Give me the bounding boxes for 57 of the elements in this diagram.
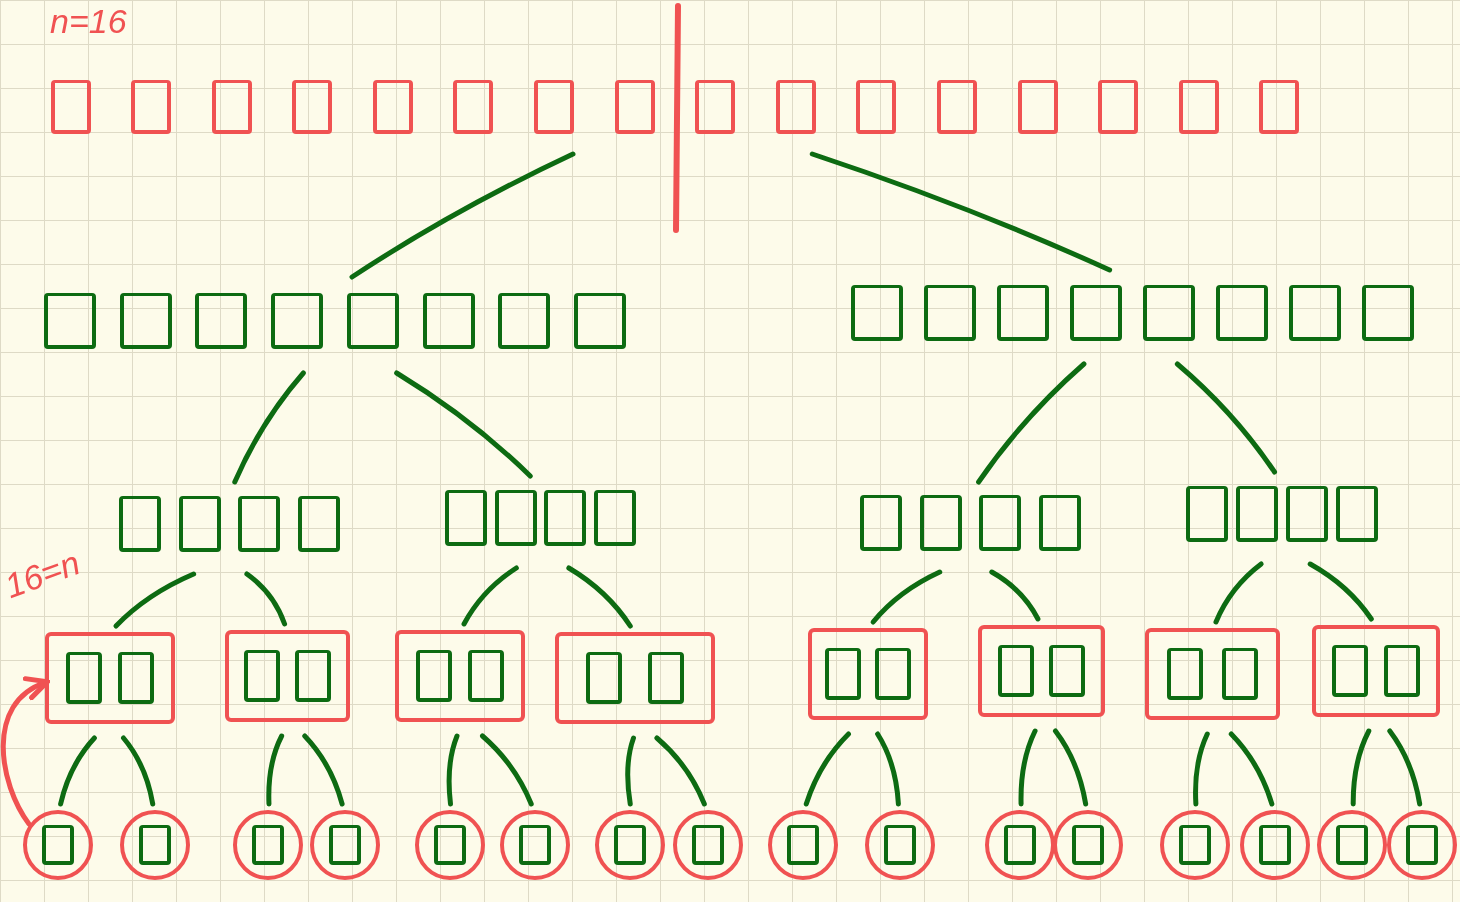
circled-element: [23, 810, 93, 880]
connector-line: [875, 731, 901, 807]
connector-line: [232, 370, 306, 485]
connector-line: [461, 565, 519, 627]
connector-line: [1228, 731, 1275, 807]
connector-line: [654, 735, 707, 807]
connector-line: [394, 370, 533, 479]
connector-line: [446, 733, 460, 807]
connector-line: [1018, 728, 1038, 807]
connector-line: [1307, 561, 1374, 622]
connector-line: [266, 733, 285, 807]
circled-element: [1317, 810, 1387, 880]
connector-line: [121, 735, 156, 807]
circled-element: [1053, 810, 1123, 880]
circled-element: [1160, 810, 1230, 880]
circled-element: [415, 810, 485, 880]
connector-line: [976, 361, 1087, 485]
size-label: n=16: [50, 2, 127, 41]
connector-line: [113, 571, 197, 629]
connector-line: [803, 731, 851, 807]
connector-line: [1174, 361, 1278, 475]
connector-line: [1193, 731, 1210, 807]
circled-element: [500, 810, 570, 880]
array: [1312, 625, 1440, 717]
connector-line: [349, 151, 576, 280]
connector-line: [480, 733, 534, 807]
connector-line: [809, 151, 1113, 273]
circled-element: [120, 810, 190, 880]
connector-line: [625, 735, 636, 807]
circled-element: [1387, 810, 1457, 880]
connector-line: [1350, 728, 1372, 807]
connector-line: [1052, 728, 1089, 807]
connector-line: [566, 565, 633, 629]
array: [395, 630, 525, 722]
connector-line: [1213, 561, 1264, 625]
circled-element: [1240, 810, 1310, 880]
connector-line: [989, 569, 1041, 622]
connector-line: [1387, 728, 1423, 807]
connector-line: [244, 571, 288, 627]
array: [225, 630, 350, 722]
arrow: [0, 678, 50, 827]
circled-element: [768, 810, 838, 880]
connector-line: [870, 569, 943, 625]
circled-element: [985, 810, 1055, 880]
array: [808, 628, 928, 720]
array: [555, 632, 715, 724]
circled-element: [865, 810, 935, 880]
circled-element: [310, 810, 380, 880]
array: [45, 632, 175, 724]
connector-line: [302, 733, 345, 807]
circled-element: [233, 810, 303, 880]
circled-element: [595, 810, 665, 880]
array: [978, 625, 1105, 717]
size-label: 16=n: [0, 543, 85, 606]
array: [1145, 628, 1280, 720]
circled-element: [673, 810, 743, 880]
connector-line: [58, 735, 97, 807]
